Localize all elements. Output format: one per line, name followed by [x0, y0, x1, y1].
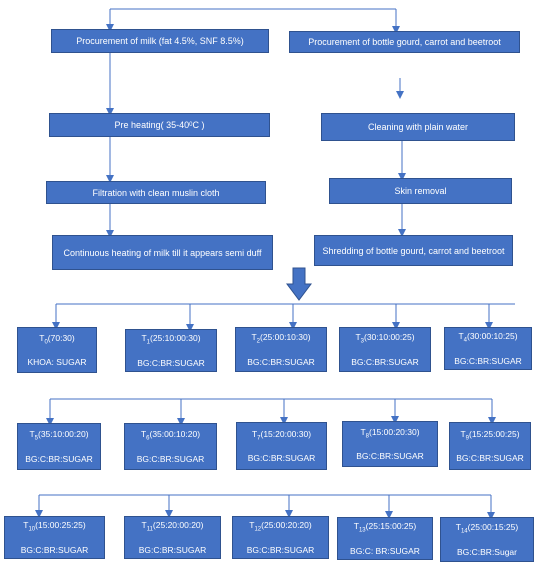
merge-down-arrow-icon — [286, 267, 312, 301]
treatment-box-t2: T2(25:00:10:30) BG:C:BR:SUGAR — [235, 327, 327, 372]
treatment-code: T7(15:20:00:30) — [251, 428, 312, 442]
treatment-label: BG:C:BR:SUGAR — [356, 451, 424, 462]
treatment-box-t12: T12(25:00:20:20) BG:C:BR:SUGAR — [232, 516, 329, 559]
treatment-label: BG:C:BR:SUGAR — [456, 453, 524, 464]
treatment-code: T5(35:10:00:20) — [29, 429, 89, 442]
treatment-label: BG:C:BR:SUGAR — [25, 453, 93, 464]
treatment-code: T10(15:00:25:25) — [23, 520, 86, 533]
treatment-code: T8(15:00:20:30) — [360, 426, 420, 440]
treatment-box-t10: T10(15:00:25:25) BG:C:BR:SUGAR — [4, 516, 105, 559]
treatment-code: T13(25:15:00:25) — [353, 521, 417, 534]
treatment-box-t13: T13(25:15:00:25) BG:C: BR:SUGAR — [337, 517, 433, 560]
treatment-code: T4(30:00:10:25) — [458, 331, 518, 344]
treatment-box-t14: T14(25:00:15:25) BG:C:BR:Sugar — [440, 517, 534, 562]
treatment-label: BG:C:BR:SUGAR — [246, 544, 315, 555]
treatment-code: T14(25:00:15:25) — [455, 522, 519, 535]
treatment-box-t5: T5(35:10:00:20) BG:C:BR:SUGAR — [17, 423, 101, 470]
treatment-code: T11(25:20:00:20) — [141, 520, 204, 533]
treatment-code: T6(35:00:10:20) — [140, 429, 201, 442]
treatment-box-t11: T11(25:20:00:20) BG:C:BR:SUGAR — [124, 516, 221, 559]
treatment-box-t7: T7(15:20:00:30) BG:C:BR:SUGAR — [236, 422, 327, 470]
treatment-box-t3: T3(30:10:00:25) BG:C:BR:SUGAR — [339, 327, 431, 372]
treatment-box-t1: T1(25:10:00:30) BG:C:BR:SUGAR — [125, 329, 217, 372]
treatment-label: BG:C:BR:SUGAR — [138, 544, 207, 555]
filtration-box: Filtration with clean muslin cloth — [46, 181, 266, 204]
treatment-box-t8: T8(15:00:20:30) BG:C:BR:SUGAR — [342, 421, 438, 467]
treatment-code: T1(25:10:00:30) — [141, 333, 201, 346]
treatment-label: BG:C:BR:SUGAR — [247, 453, 316, 464]
treatment-label: BG:C:BR:SUGAR — [136, 453, 205, 464]
treatment-label: BG:C:BR:SUGAR — [20, 544, 89, 555]
treatment-code: T0(70:30) — [39, 332, 75, 346]
shredding-box: Shredding of bottle gourd, carrot and be… — [314, 235, 513, 266]
treatment-label: BG:C:BR:SUGAR — [351, 356, 419, 367]
milk-procurement-box: Procurement of milk (fat 4.5%, SNF 8.5%) — [51, 29, 269, 53]
treatment-box-t9: T9(15:25:00:25) BG:C:BR:SUGAR — [449, 422, 531, 470]
treatment-code: T12(25:00:20:20) — [249, 520, 312, 533]
treatment-code: T9(15:25:00:25) — [460, 428, 520, 442]
preheating-text: Pre heating( 35-40 — [114, 120, 190, 130]
cleaning-box: Cleaning with plain water — [321, 113, 515, 141]
treatment-box-t0: T0(70:30) KHOA: SUGAR — [17, 327, 97, 373]
treatment-box-t6: T6(35:00:10:20) BG:C:BR:SUGAR — [124, 423, 217, 470]
treatment-code: T2(25:00:10:30) — [251, 332, 311, 345]
vegetable-procurement-box: Procurement of bottle gourd, carrot and … — [289, 31, 520, 53]
treatment-label: BG:C: BR:SUGAR — [350, 545, 420, 556]
treatment-box-t4: T4(30:00:10:25) BG:C:BR:SUGAR — [444, 327, 532, 370]
treatment-label: BG:C:BR:SUGAR — [137, 357, 205, 368]
skin-removal-box: Skin removal — [329, 178, 512, 204]
continuous-heating-box: Continuous heating of milk till it appea… — [52, 235, 273, 270]
treatment-label: BG:C:BR:SUGAR — [247, 356, 315, 367]
preheating-degree: 0 — [189, 122, 193, 128]
treatment-code: T3(30:10:00:25) — [355, 332, 415, 345]
treatment-label: BG:C:BR:SUGAR — [454, 355, 522, 366]
treatment-label: BG:C:BR:Sugar — [457, 546, 517, 557]
treatment-label: KHOA: SUGAR — [27, 357, 87, 368]
preheating-unit: C ) — [192, 120, 205, 130]
